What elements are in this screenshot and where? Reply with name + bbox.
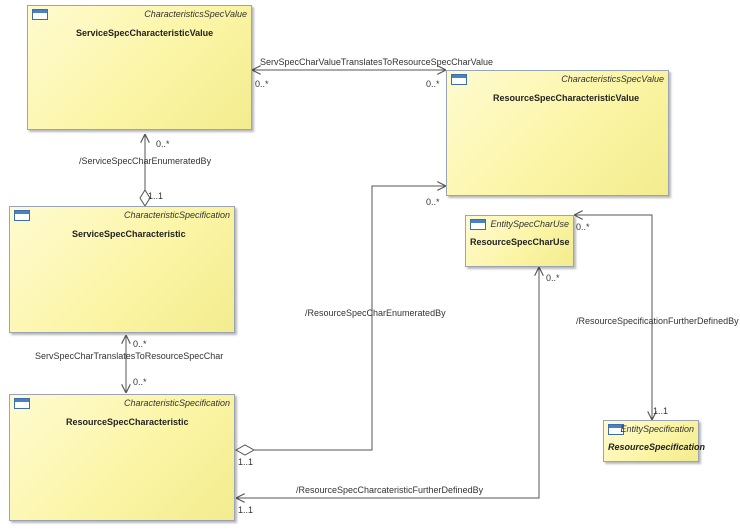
class-resource-specification[interactable]: EntitySpecification ResourceSpecificatio… — [603, 420, 705, 462]
resource-enumerated-value-mult: 0..* — [426, 197, 440, 207]
char-translates-target-mult: 0..* — [133, 377, 147, 387]
spec-further-defined-line — [574, 215, 652, 420]
stereotype-label: CharacteristicsSpecValue — [561, 74, 664, 84]
class-icon — [451, 74, 467, 85]
char-further-defined-use-mult: 0..* — [546, 273, 560, 283]
spec-further-defined-spec-mult: 1..1 — [653, 406, 669, 416]
class-icon — [470, 219, 486, 230]
service-enumerated-name: /ServiceSpecCharEnumeratedBy — [79, 156, 212, 166]
class-icon — [608, 424, 624, 435]
resource-enumerated-diamond — [234, 444, 256, 456]
stereotype-label: EntitySpecCharUse — [490, 219, 569, 229]
char-further-defined-name: /ResourceSpecCharcateristicFurtherDefine… — [296, 485, 484, 495]
stereotype-label: CharacteristicSpecification — [123, 398, 230, 408]
class-service-spec-characteristic[interactable]: CharacteristicSpecification ServiceSpecC… — [9, 206, 235, 333]
stereotype-label: CharacteristicSpecification — [123, 210, 230, 220]
stereotype-label: EntitySpecification — [620, 424, 694, 434]
service-enumerated-char-mult: 1..1 — [148, 191, 164, 201]
resource-enumerated-name: /ResourceSpecCharEnumeratedBy — [305, 308, 446, 318]
char-translates-source-mult: 0..* — [133, 339, 147, 349]
class-icon — [14, 210, 30, 221]
class-icon — [14, 398, 30, 409]
class-resource-spec-characteristic-value[interactable]: CharacteristicsSpecValue ResourceSpecCha… — [446, 70, 669, 196]
class-name: ResourceSpecCharacteristicValue — [493, 93, 640, 103]
class-service-spec-characteristic-value[interactable]: CharacteristicsSpecValue ServiceSpecChar… — [27, 5, 252, 130]
class-resource-spec-char-use[interactable]: EntitySpecCharUse ResourceSpecCharUse — [465, 215, 574, 267]
class-resource-spec-characteristic[interactable]: CharacteristicSpecification ResourceSpec… — [9, 394, 235, 521]
class-icon — [32, 9, 48, 20]
class-name: ServiceSpecCharacteristicValue — [76, 28, 214, 38]
class-name: ResourceSpecification — [608, 442, 706, 452]
service-enumerated-value-mult: 0..* — [156, 139, 170, 149]
value-translates-name: ServSpecCharValueTranslatesToResourceSpe… — [260, 57, 493, 67]
class-name: ResourceSpecCharacteristic — [66, 417, 189, 427]
stereotype-label: CharacteristicsSpecValue — [144, 9, 247, 19]
char-further-defined-line — [236, 267, 539, 498]
class-name: ServiceSpecCharacteristic — [72, 229, 186, 239]
char-translates-name: ServSpecCharTranslatesToResourceSpecChar — [35, 351, 224, 361]
char-further-defined-char-mult: 1..1 — [238, 505, 254, 515]
value-translates-target-mult: 0..* — [426, 79, 440, 89]
spec-further-defined-name: /ResourceSpecificationFurtherDefinedBy — [576, 316, 739, 326]
resource-enumerated-char-mult: 1..1 — [238, 457, 254, 467]
spec-further-defined-use-mult: 0..* — [576, 222, 590, 232]
value-translates-source-mult: 0..* — [255, 79, 269, 89]
resource-enumerated-line — [254, 186, 446, 451]
class-name: ResourceSpecCharUse — [470, 237, 570, 247]
